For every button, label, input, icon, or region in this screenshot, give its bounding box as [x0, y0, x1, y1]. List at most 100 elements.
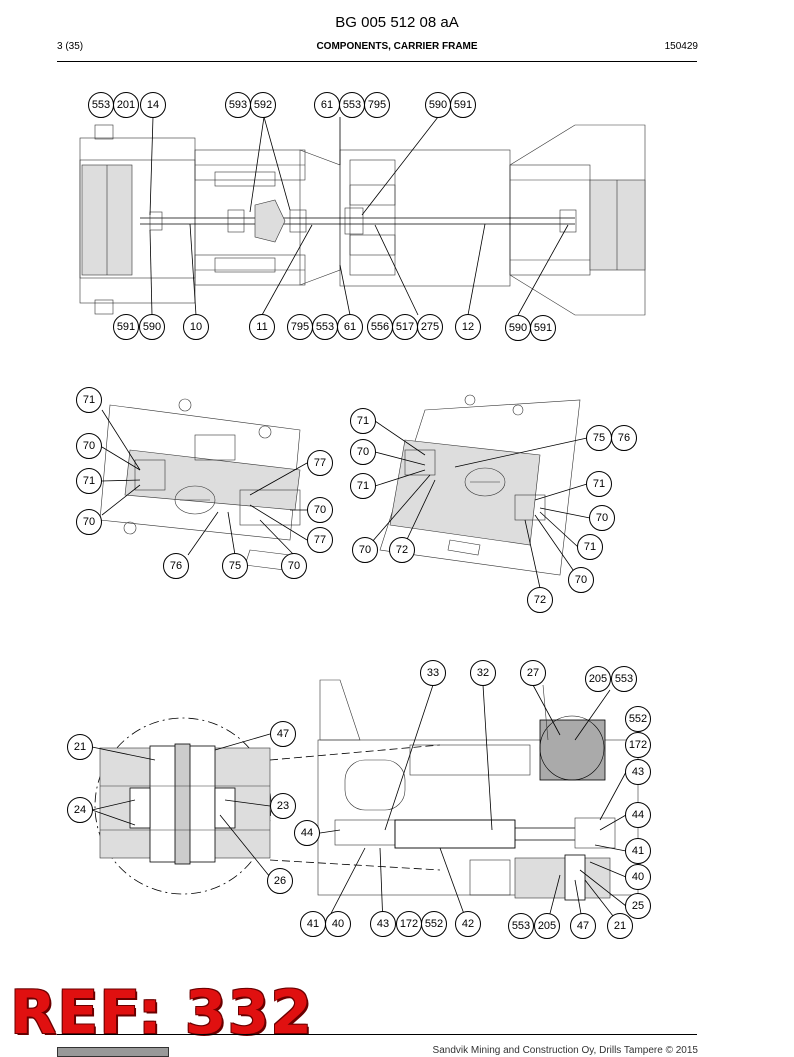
footer-rule [57, 1034, 697, 1035]
svg-text:553: 553 [615, 673, 633, 685]
svg-text:590: 590 [143, 321, 161, 333]
callout-12: 12 [455, 314, 481, 340]
svg-text:553: 553 [92, 99, 110, 111]
callout-balloons: 553 201 14 593 592 61 553 795 590 591 59… [67, 92, 651, 939]
svg-text:205: 205 [538, 920, 556, 932]
callout-76: 76 [163, 553, 189, 579]
svg-text:24: 24 [74, 804, 86, 816]
svg-text:70: 70 [83, 440, 95, 452]
callout-77: 77 [307, 527, 333, 553]
svg-text:47: 47 [577, 920, 589, 932]
callout-43: 43 [625, 759, 651, 785]
svg-text:27: 27 [527, 667, 539, 679]
svg-text:44: 44 [632, 809, 644, 821]
callout-33: 33 [420, 660, 446, 686]
svg-text:795: 795 [368, 99, 386, 111]
callout-72: 72 [389, 537, 415, 563]
svg-text:76: 76 [170, 560, 182, 572]
callout-76: 76 [611, 425, 637, 451]
callout-23: 23 [270, 793, 296, 819]
callout-70: 70 [281, 553, 307, 579]
callout-553: 553 [312, 314, 338, 340]
svg-text:205: 205 [589, 673, 607, 685]
svg-text:23: 23 [277, 800, 289, 812]
svg-text:25: 25 [632, 900, 644, 912]
swing-joint-view-right [379, 394, 581, 576]
svg-text:553: 553 [343, 99, 361, 111]
pivot-detail-circle [94, 717, 272, 895]
svg-text:556: 556 [371, 321, 389, 333]
callout-61: 61 [337, 314, 363, 340]
svg-text:592: 592 [254, 99, 272, 111]
callout-41: 41 [625, 838, 651, 864]
callout-26: 26 [267, 868, 293, 894]
svg-text:40: 40 [332, 918, 344, 930]
callout-44: 44 [294, 820, 320, 846]
callout-41: 41 [300, 911, 326, 937]
callout-77: 77 [307, 450, 333, 476]
svg-text:33: 33 [427, 667, 439, 679]
callout-70: 70 [589, 505, 615, 531]
header-rule [57, 61, 697, 62]
svg-text:71: 71 [584, 541, 596, 553]
callout-71: 71 [350, 473, 376, 499]
pivot-detail-leaders [91, 733, 441, 878]
callout-42: 42 [455, 911, 481, 937]
svg-text:76: 76 [618, 432, 630, 444]
svg-text:75: 75 [593, 432, 605, 444]
callout-795: 795 [364, 92, 390, 118]
section-title: COMPONENTS, CARRIER FRAME [316, 41, 478, 52]
svg-text:21: 21 [74, 741, 86, 753]
svg-text:553: 553 [316, 321, 334, 333]
svg-text:70: 70 [575, 574, 587, 586]
svg-text:43: 43 [632, 766, 644, 778]
callout-592: 592 [250, 92, 276, 118]
svg-text:32: 32 [477, 667, 489, 679]
company-logo [57, 1047, 169, 1057]
callout-27: 27 [520, 660, 546, 686]
svg-text:72: 72 [396, 544, 408, 556]
svg-text:553: 553 [512, 920, 530, 932]
callout-32: 32 [470, 660, 496, 686]
svg-text:71: 71 [593, 478, 605, 490]
svg-text:71: 71 [83, 475, 95, 487]
cylinder-assembly-view [317, 679, 639, 901]
callout-70: 70 [307, 497, 333, 523]
svg-text:44: 44 [301, 827, 313, 839]
svg-text:77: 77 [314, 534, 326, 546]
svg-text:591: 591 [454, 99, 472, 111]
svg-text:517: 517 [396, 321, 414, 333]
callout-71: 71 [76, 387, 102, 413]
callout-21: 21 [67, 734, 93, 760]
callout-70: 70 [352, 537, 378, 563]
svg-text:71: 71 [357, 480, 369, 492]
callout-552: 552 [421, 911, 447, 937]
callout-40: 40 [325, 911, 351, 937]
callout-11: 11 [249, 314, 275, 340]
svg-text:41: 41 [307, 918, 319, 930]
footer-copyright: Sandvik Mining and Construction Oy, Dril… [432, 1045, 698, 1056]
svg-text:590: 590 [429, 99, 447, 111]
callout-591: 591 [450, 92, 476, 118]
svg-text:275: 275 [421, 321, 439, 333]
svg-text:70: 70 [357, 446, 369, 458]
swing-joint-view-left [99, 398, 301, 571]
page-number: 3 (35) [57, 41, 84, 52]
callout-43: 43 [370, 911, 396, 937]
callout-47: 47 [270, 721, 296, 747]
callout-552: 552 [625, 706, 651, 732]
callout-71: 71 [586, 471, 612, 497]
callout-25: 25 [625, 893, 651, 919]
svg-text:70: 70 [83, 516, 95, 528]
callout-553: 553 [88, 92, 114, 118]
callout-24: 24 [67, 797, 93, 823]
callout-72: 72 [527, 587, 553, 613]
svg-text:70: 70 [596, 512, 608, 524]
callout-71: 71 [350, 408, 376, 434]
svg-text:10: 10 [190, 321, 202, 333]
svg-text:71: 71 [83, 394, 95, 406]
callout-172: 172 [625, 732, 651, 758]
callout-553: 553 [339, 92, 365, 118]
swing-joint-left-leaders [101, 409, 308, 556]
callout-21: 21 [607, 913, 633, 939]
